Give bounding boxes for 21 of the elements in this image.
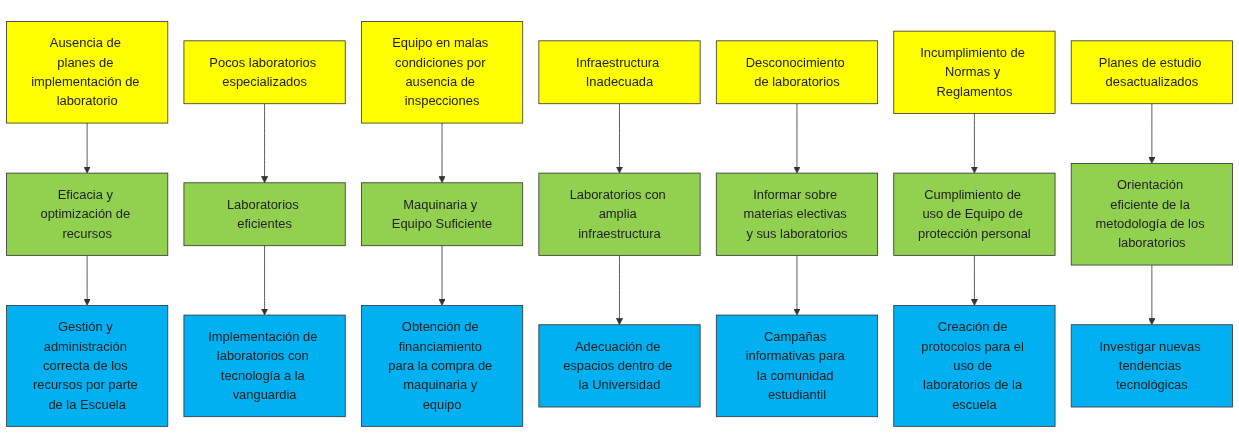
node-box: Incumplimiento de Normas y Reglamentos	[893, 30, 1056, 114]
node-box: Ausencia de planes de implementación de laboratorio	[6, 20, 169, 124]
node-box: Cumplimiento de uso de Equipo de protección personal	[893, 172, 1056, 256]
node-box: Laboratorios con amplia infraestructura	[538, 172, 701, 256]
node-box: Investigar nuevas tendencias tecnológicas	[1070, 323, 1233, 407]
node-box: Gestión y administración correcta de los recursos por parte de la Escuela	[6, 304, 169, 427]
node-box: Orientación eficiente de la metodología de los laboratorios	[1070, 162, 1233, 266]
node-box: Infraestructura Inadecuada	[538, 40, 701, 104]
node-box: Implementación de laboratorios con tecnología a la vanguardia	[183, 314, 346, 417]
node-box: Laboratorios eficientes	[183, 181, 346, 246]
node-box: Desconocimiento de laboratorios	[715, 40, 879, 104]
node-box: Adecuación de espacios dentro de la Universidad	[538, 323, 701, 407]
node-box: Campañas informativas para la comunidad estudiantil	[715, 314, 879, 417]
node-box: Informar sobre materias electivas y sus laboratorios	[715, 172, 879, 256]
node-box: Pocos laboratorios especializados	[183, 40, 346, 104]
node-box: Planes de estudio desactualizados	[1070, 40, 1233, 104]
node-box: Maquinaria y Equipo Suficiente	[360, 181, 524, 246]
node-box: Obtención de financiamiento para la compra de maquinaria y equipo	[360, 304, 524, 427]
node-box: Creación de protocolos para el uso de laboratorios de la escuela	[893, 304, 1056, 427]
node-box: Equipo en malas condiciones por ausencia de inspecciones	[360, 20, 524, 124]
node-box: Eficacia y optimización de recursos	[6, 172, 169, 256]
